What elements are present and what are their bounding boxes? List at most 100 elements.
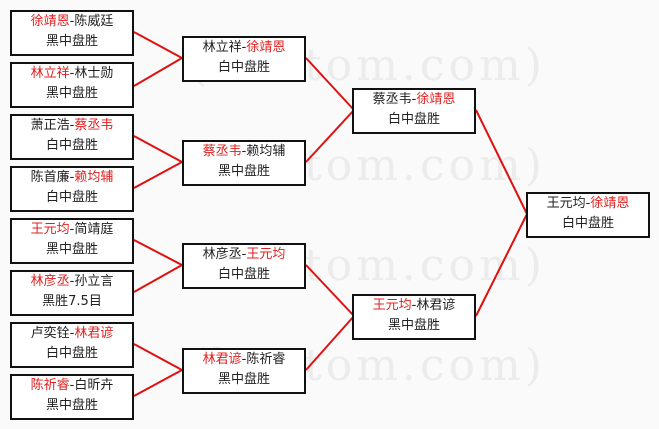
player-1: 王元均 [372,298,412,313]
match-result: 黑中盘胜 [217,372,270,387]
match-players: 林彦丞-孙立言 [12,272,132,292]
match-result: 黑中盘胜 [45,86,98,101]
round1-match-box: 王元均-简靖庭黑中盘胜 [10,218,134,264]
player-1: 王元均 [30,222,70,237]
round2-match-box: 林立祥-徐靖恩白中盘胜 [182,36,306,82]
bracket-line [133,264,183,293]
dash: - [69,378,75,393]
round1-match-box: 徐靖恩-陈威廷黑中盘胜 [10,10,134,56]
match-players: 卢奕铨-林君谚 [12,324,132,344]
dash: - [69,170,75,185]
round1-match-box: 林彦丞-孙立言黑胜7.5目 [10,270,134,316]
match-result: 黑中盘胜 [217,164,270,179]
match-players: 陈祈睿-白昕卉 [12,376,132,396]
bracket-line [305,315,355,371]
round1-match-box: 萧正浩-蔡丞韦白中盘胜 [10,114,134,160]
bracket-line [133,161,183,189]
bracket-line [305,264,355,317]
match-result: 黑中盘胜 [387,318,440,333]
round2-match-box: 蔡丞韦-赖均辅黑中盘胜 [182,140,306,186]
player-1: 林立祥 [202,40,242,55]
match-players: 王元均-简靖庭 [12,220,132,240]
player-2: 赖均辅 [246,144,286,159]
match-result: 白中盘胜 [45,190,98,205]
bracket-line [475,109,528,215]
dash: - [69,66,75,81]
bracket-line [133,57,183,87]
player-2: 林君谚 [416,298,456,313]
match-result: 黑中盘胜 [45,242,98,257]
match-players: 蔡丞韦-赖均辅 [184,142,304,162]
player-2: 陈祈睿 [246,352,286,367]
player-1: 卢奕铨 [30,326,70,341]
player-1: 王元均 [546,196,586,211]
player-2: 简靖庭 [74,222,114,237]
dash: - [69,274,75,289]
player-2: 赖均辅 [74,170,114,185]
match-result: 黑胜7.5目 [42,294,102,309]
bracket-line [475,213,528,317]
player-1: 萧正浩 [30,118,70,133]
player-1: 陈首廉 [30,170,70,185]
player-2: 林君谚 [74,326,114,341]
match-players: 萧正浩-蔡丞韦 [12,116,132,136]
player-2: 徐靖恩 [590,196,630,211]
player-1: 蔡丞韦 [202,144,242,159]
round3-match-box: 王元均-林君谚黑中盘胜 [352,294,476,340]
round3-match-box: 蔡丞韦-徐靖恩白中盘胜 [352,88,476,134]
player-2: 白昕卉 [74,378,114,393]
dash: - [585,196,591,211]
match-players: 林彦丞-王元均 [184,245,304,265]
player-2: 王元均 [246,247,286,262]
match-result: 白中盘胜 [387,112,440,127]
player-1: 蔡丞韦 [372,92,412,107]
dash: - [69,14,75,29]
match-players: 林立祥-徐靖恩 [184,38,304,58]
match-result: 黑中盘胜 [45,398,98,413]
player-2: 蔡丞韦 [74,118,114,133]
dash: - [241,144,247,159]
dash: - [241,247,247,262]
player-1: 林彦丞 [30,274,70,289]
player-2: 徐靖恩 [246,40,286,55]
dash: - [69,326,75,341]
bracket-line [133,343,183,371]
round2-match-box: 林君谚-陈祈睿黑中盘胜 [182,348,306,394]
round1-match-box: 卢奕铨-林君谚白中盘胜 [10,322,134,368]
match-players: 林立祥-林士勋 [12,64,132,84]
match-players: 林君谚-陈祈睿 [184,350,304,370]
dash: - [241,352,247,367]
bracket-line [133,239,183,266]
round2-match-box: 林彦丞-王元均白中盘胜 [182,243,306,289]
player-1: 林立祥 [30,66,70,81]
round1-match-box: 陈祈睿-白昕卉黑中盘胜 [10,374,134,420]
player-2: 林士勋 [74,66,114,81]
dash: - [241,40,247,55]
match-result: 黑中盘胜 [45,34,98,49]
bracket-line [133,31,183,59]
bracket-line [133,135,183,163]
dash: - [411,298,417,313]
match-players: 王元均-林君谚 [354,296,474,316]
match-players: 徐靖恩-陈威廷 [12,12,132,32]
match-result: 白中盘胜 [561,216,614,231]
dash: - [69,222,75,237]
player-2: 陈威廷 [74,14,114,29]
match-players: 陈首廉-赖均辅 [12,168,132,188]
match-result: 白中盘胜 [217,267,270,282]
player-1: 徐靖恩 [30,14,70,29]
dash: - [411,92,417,107]
player-1: 陈祈睿 [30,378,70,393]
match-result: 白中盘胜 [217,60,270,75]
match-players: 王元均-徐靖恩 [528,194,648,214]
bracket-line [305,109,355,163]
round1-match-box: 林立祥-林士勋黑中盘胜 [10,62,134,108]
final-match-box: 王元均-徐靖恩白中盘胜 [526,192,650,238]
bracket-line [133,369,183,397]
bracket-line [305,57,355,111]
player-2: 孙立言 [74,274,114,289]
player-2: 徐靖恩 [416,92,456,107]
player-1: 林君谚 [202,352,242,367]
round1-match-box: 陈首廉-赖均辅白中盘胜 [10,166,134,212]
